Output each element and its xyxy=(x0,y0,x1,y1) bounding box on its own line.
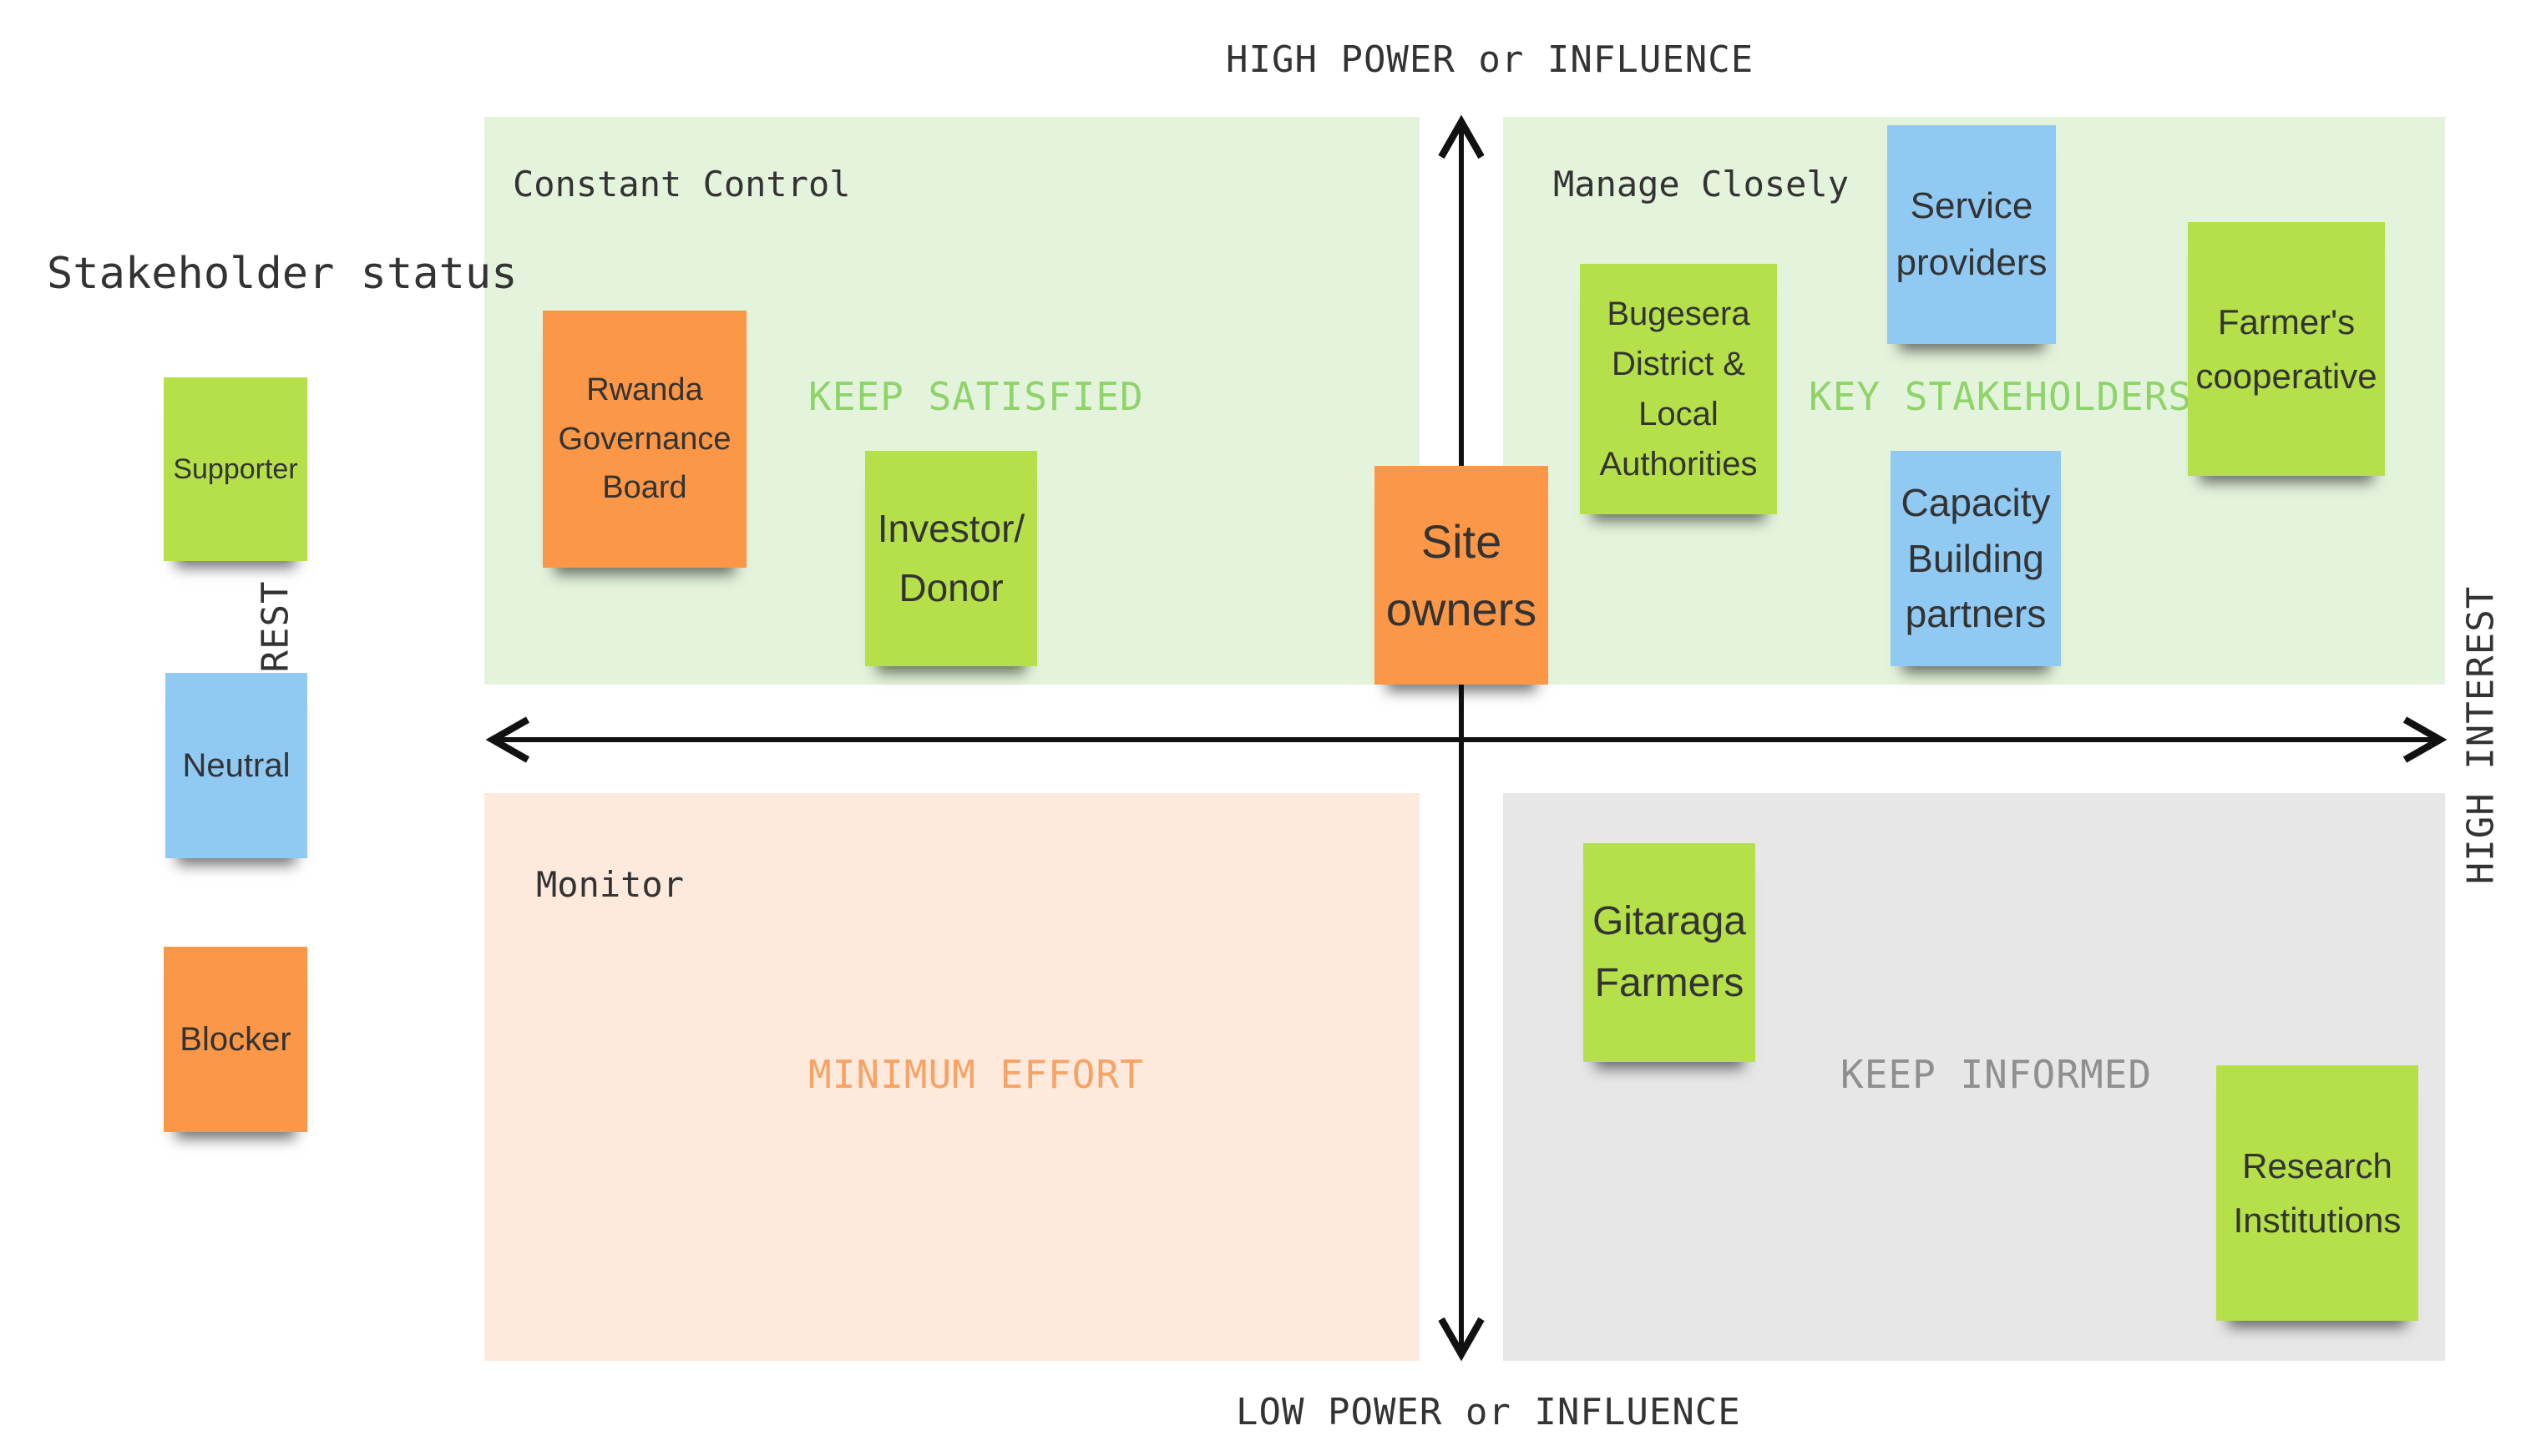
quadrant-minimum-effort xyxy=(484,793,1420,1361)
strategy-minimum-effort: MINIMUM EFFORT xyxy=(808,1052,1144,1097)
legend-blocker-note: Blocker xyxy=(164,947,307,1132)
axis-label-right: HIGH INTEREST xyxy=(2459,585,2503,885)
note-farmers-cooperative: Farmer's cooperative xyxy=(2188,222,2385,476)
note-gitaraga-farmers: Gitaraga Farmers xyxy=(1583,843,1755,1062)
quadrant-title-monitor: Monitor xyxy=(536,864,685,905)
note-service-providers: Service providers xyxy=(1887,125,2056,344)
strategy-key-stakeholders: KEY STAKEHOLDERS xyxy=(1809,374,2193,419)
legend-title: Stakeholder status xyxy=(47,249,518,299)
axis-label-bottom: LOW POWER or INFLUENCE xyxy=(1236,1391,1741,1433)
axis-label-top: HIGH POWER or INFLUENCE xyxy=(1226,38,1754,81)
note-site-owners: Site owners xyxy=(1374,466,1548,685)
quadrant-title-constant-control: Constant Control xyxy=(513,164,851,205)
note-bugesera-district: Bugesera District & Local Authorities xyxy=(1580,264,1777,514)
quadrant-title-manage-closely: Manage Closely xyxy=(1553,164,1850,205)
note-capacity-building-partners: Capacity Building partners xyxy=(1891,451,2061,666)
legend-supporter-note: Supporter xyxy=(164,377,307,561)
note-investor-donor: Investor/ Donor xyxy=(865,451,1037,666)
strategy-keep-informed: KEEP INFORMED xyxy=(1840,1052,2153,1097)
note-research-institutions: Research Institutions xyxy=(2216,1065,2418,1321)
note-rwanda-governance-board: Rwanda Governance Board xyxy=(543,311,747,568)
legend-neutral-note: Neutral xyxy=(165,673,307,858)
strategy-keep-satisfied: KEEP SATISFIED xyxy=(808,374,1144,419)
